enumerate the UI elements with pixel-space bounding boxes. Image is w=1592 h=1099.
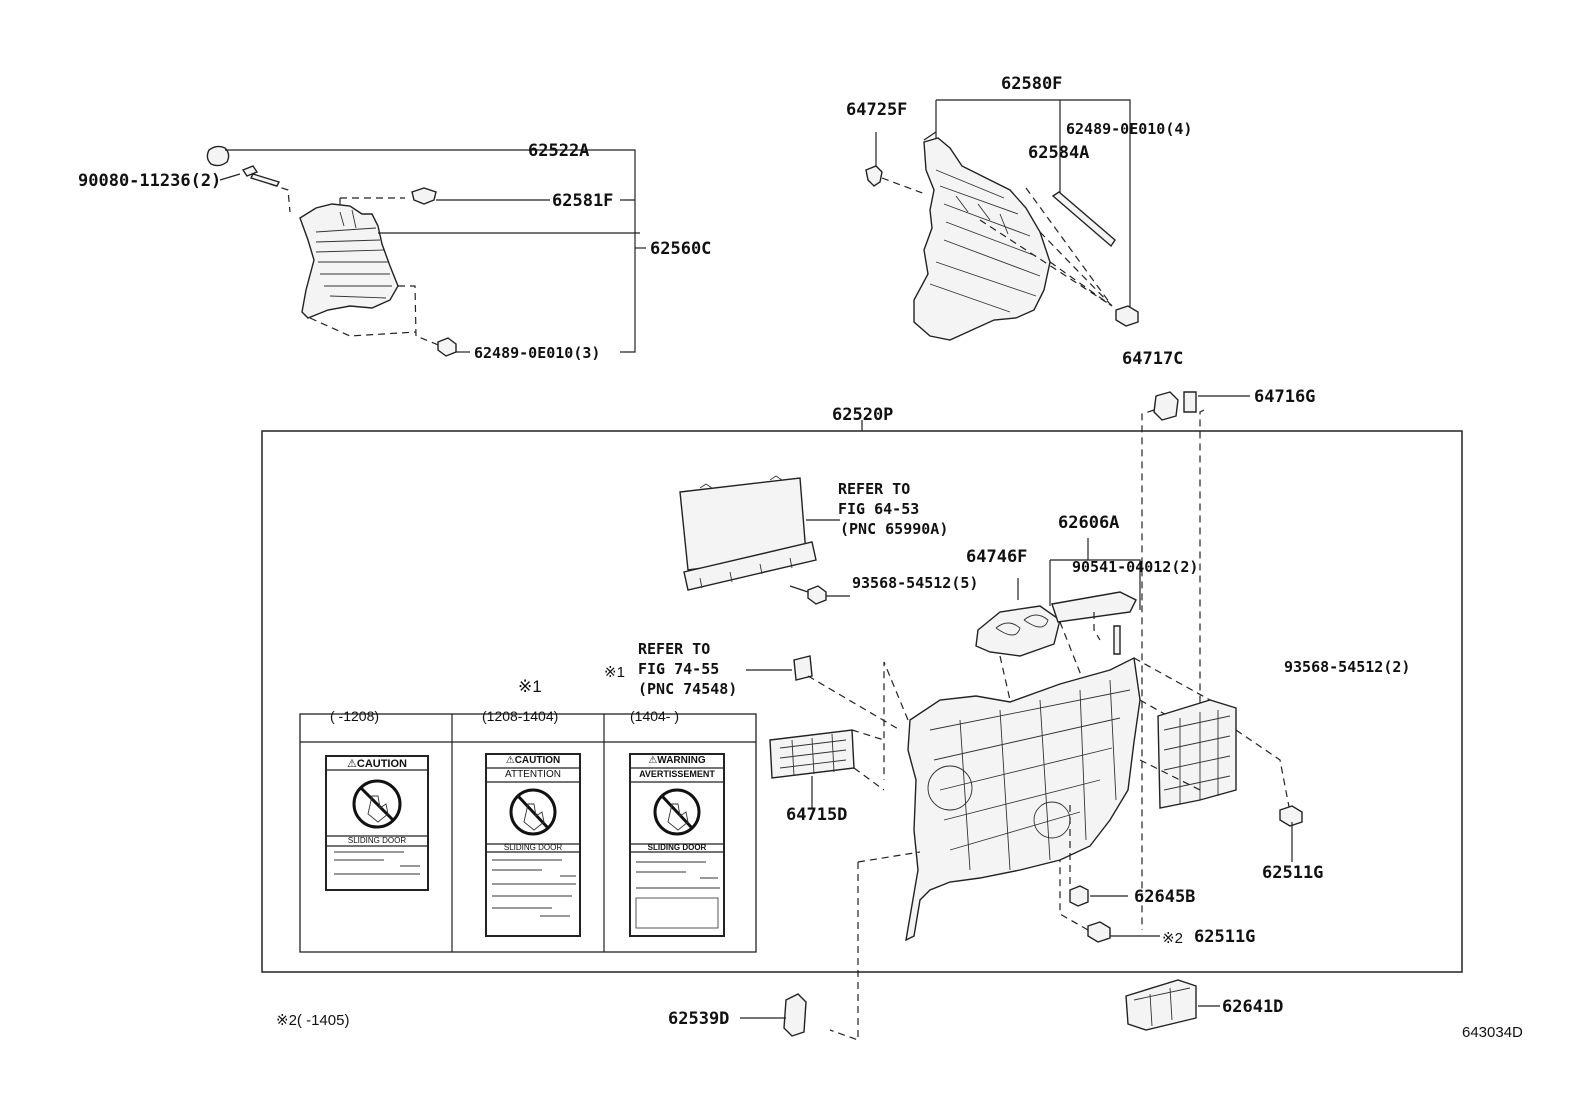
holder-64746F — [975, 605, 1061, 657]
sticker-3-footer: SLIDING DOOR — [647, 843, 707, 852]
refer-74548-mark: ※1 — [604, 664, 625, 681]
label-93568-5: 93568-54512(5) — [852, 574, 979, 592]
clip-62489-3 — [437, 337, 457, 357]
clip-64725F — [865, 165, 883, 187]
label-90541: 90541-04012(2) — [1072, 558, 1199, 576]
clip-62522A — [206, 145, 230, 167]
cap-64717C — [1153, 391, 1179, 421]
table-header-2: (1208-1404) — [482, 708, 559, 724]
label-62580F: 62580F — [1001, 74, 1063, 94]
refer-74548-line1: REFER TO — [638, 640, 711, 658]
label-62606A: 62606A — [1058, 513, 1120, 533]
clip-64716G — [1183, 391, 1197, 413]
sticker-table — [299, 713, 757, 953]
panel-62520P — [905, 656, 1141, 942]
label-90080: 90080-11236(2) — [78, 171, 222, 191]
label-62511G-mark: ※2 — [1162, 930, 1183, 947]
clip-62511G-a — [1279, 805, 1303, 827]
screw-90541 — [1113, 625, 1121, 655]
clip-93568-5 — [807, 585, 827, 605]
label-74548 — [793, 655, 813, 681]
grille-side — [1157, 699, 1237, 809]
label-62511G-b: 62511G — [1194, 927, 1256, 947]
label-62489-3: 62489-0E010(3) — [474, 344, 601, 362]
refer-65990A-line2: FIG 64-53 — [838, 500, 920, 518]
screw-90080 — [241, 165, 280, 187]
clip-62489-4 — [1115, 305, 1139, 327]
sticker-3-subtitle: AVERTISSEMENT — [639, 769, 715, 779]
note-1: ※1 — [518, 677, 542, 696]
clip-62645B — [1069, 885, 1089, 907]
label-62645B: 62645B — [1134, 887, 1196, 907]
label-62489-4: 62489-0E010(4) — [1066, 120, 1193, 138]
bracket-62606A — [1051, 591, 1137, 623]
label-62539D: 62539D — [668, 1009, 730, 1029]
sticker-3-title: ⚠WARNING — [648, 755, 706, 766]
label-64746F: 64746F — [966, 547, 1028, 567]
label-62560C: 62560C — [650, 239, 712, 259]
label-64725F: 64725F — [846, 100, 908, 120]
label-64716G: 64716G — [1254, 387, 1316, 407]
label-64715D: 64715D — [786, 805, 848, 825]
note-2: ※2( -1405) — [276, 1012, 350, 1029]
panel-62580F — [913, 137, 1051, 341]
table-header-3: (1404- ) — [630, 708, 680, 724]
label-93568-2: 93568-54512(2) — [1284, 658, 1411, 676]
sticker-1-footer: SLIDING DOOR — [347, 836, 407, 845]
strip-62584A — [1051, 191, 1116, 248]
sticker-1-title: ⚠CAUTION — [347, 758, 407, 770]
refer-65990A-line1: REFER TO — [838, 480, 911, 498]
box-62641D — [1125, 979, 1197, 1031]
refer-74548-line2: FIG 74-55 — [638, 660, 720, 678]
figure-id: 643034D — [1462, 1024, 1523, 1041]
label-62522A: 62522A — [528, 141, 590, 161]
sticker-2-title: ⚠CAUTION — [505, 755, 561, 766]
bracket-62539D — [783, 993, 807, 1037]
label-62641D: 62641D — [1222, 997, 1284, 1017]
label-62511G-a: 62511G — [1262, 863, 1324, 883]
label-62584A: 62584A — [1028, 143, 1090, 163]
clip-62511G-b — [1087, 921, 1111, 943]
sticker-2-subtitle: ATTENTION — [505, 769, 561, 780]
label-62520P: 62520P — [832, 405, 894, 425]
label-62581F: 62581F — [552, 191, 614, 211]
refer-74548-line3: (PNC 74548) — [638, 680, 738, 698]
label-64717C: 64717C — [1122, 349, 1184, 369]
panel-62560C — [299, 203, 399, 319]
refer-65990A-line3: (PNC 65990A) — [840, 520, 949, 538]
clip-62581F — [411, 187, 437, 205]
table-header-1: ( -1208) — [330, 708, 380, 724]
sticker-2-footer: SLIDING DOOR — [503, 843, 563, 852]
